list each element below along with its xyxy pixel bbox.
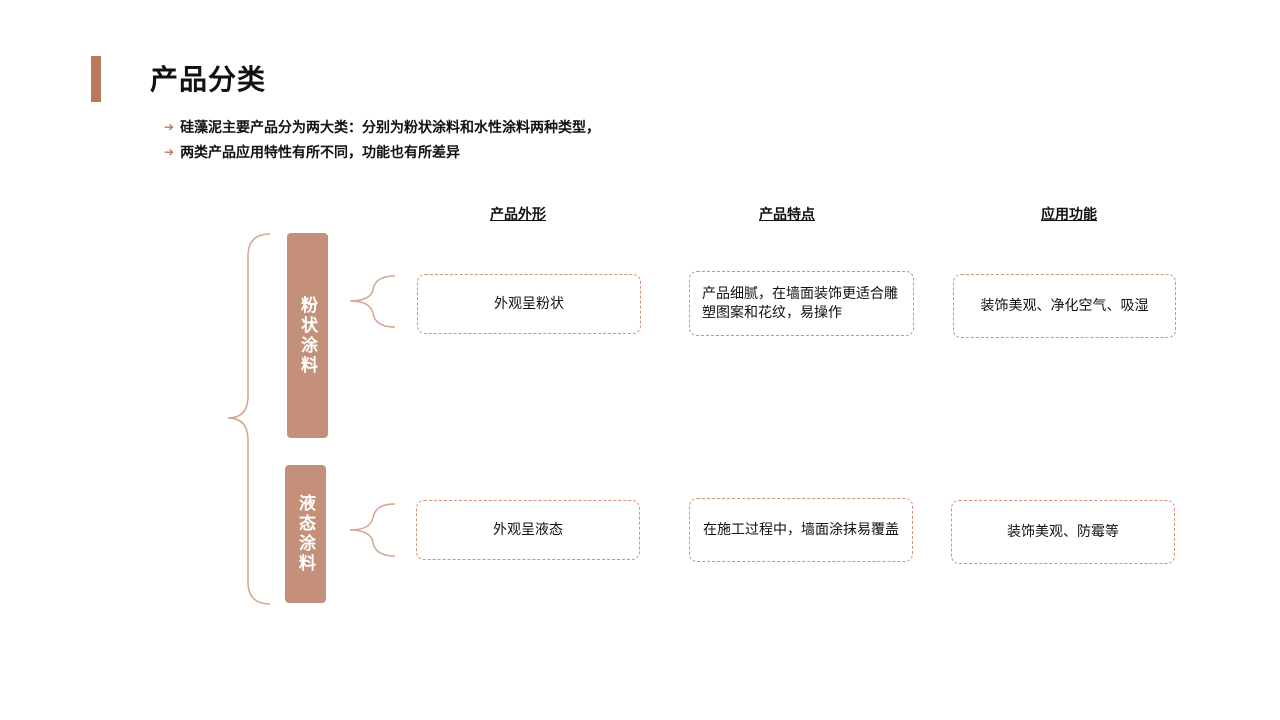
sub-brace-liquid	[349, 503, 396, 557]
powder-features-box: 产品细腻，在墙面装饰更适合雕塑图案和花纹，易操作	[689, 271, 914, 336]
bullet-text: 两类产品应用特性有所不同，功能也有所差异	[180, 145, 461, 161]
sub-brace-powder	[349, 275, 396, 328]
column-header-functions: 应用功能	[1041, 207, 1097, 223]
main-brace	[227, 233, 271, 605]
column-header-appearance: 产品外形	[490, 207, 546, 223]
arrow-icon: ➔	[164, 145, 175, 159]
title-accent-bar	[91, 56, 101, 102]
bullet-item: ➔ 两类产品应用特性有所不同，功能也有所差异	[164, 142, 460, 162]
category-powder: 粉状涂料	[287, 233, 328, 438]
category-liquid: 液态涂料	[285, 465, 326, 603]
bullet-item: ➔ 硅藻泥主要产品分为两大类：分别为粉状涂料和水性涂料两种类型，	[164, 117, 600, 137]
column-header-features: 产品特点	[759, 207, 815, 223]
liquid-appearance-box: 外观呈液态	[416, 500, 640, 560]
bullet-text: 硅藻泥主要产品分为两大类：分别为粉状涂料和水性涂料两种类型，	[180, 120, 601, 136]
arrow-icon: ➔	[164, 120, 175, 134]
powder-functions-box: 装饰美观、净化空气、吸湿	[953, 274, 1176, 338]
page-title: 产品分类	[150, 63, 267, 96]
powder-appearance-box: 外观呈粉状	[417, 274, 641, 334]
liquid-features-box: 在施工过程中，墙面涂抹易覆盖	[689, 498, 913, 562]
liquid-functions-box: 装饰美观、防霉等	[951, 500, 1175, 564]
